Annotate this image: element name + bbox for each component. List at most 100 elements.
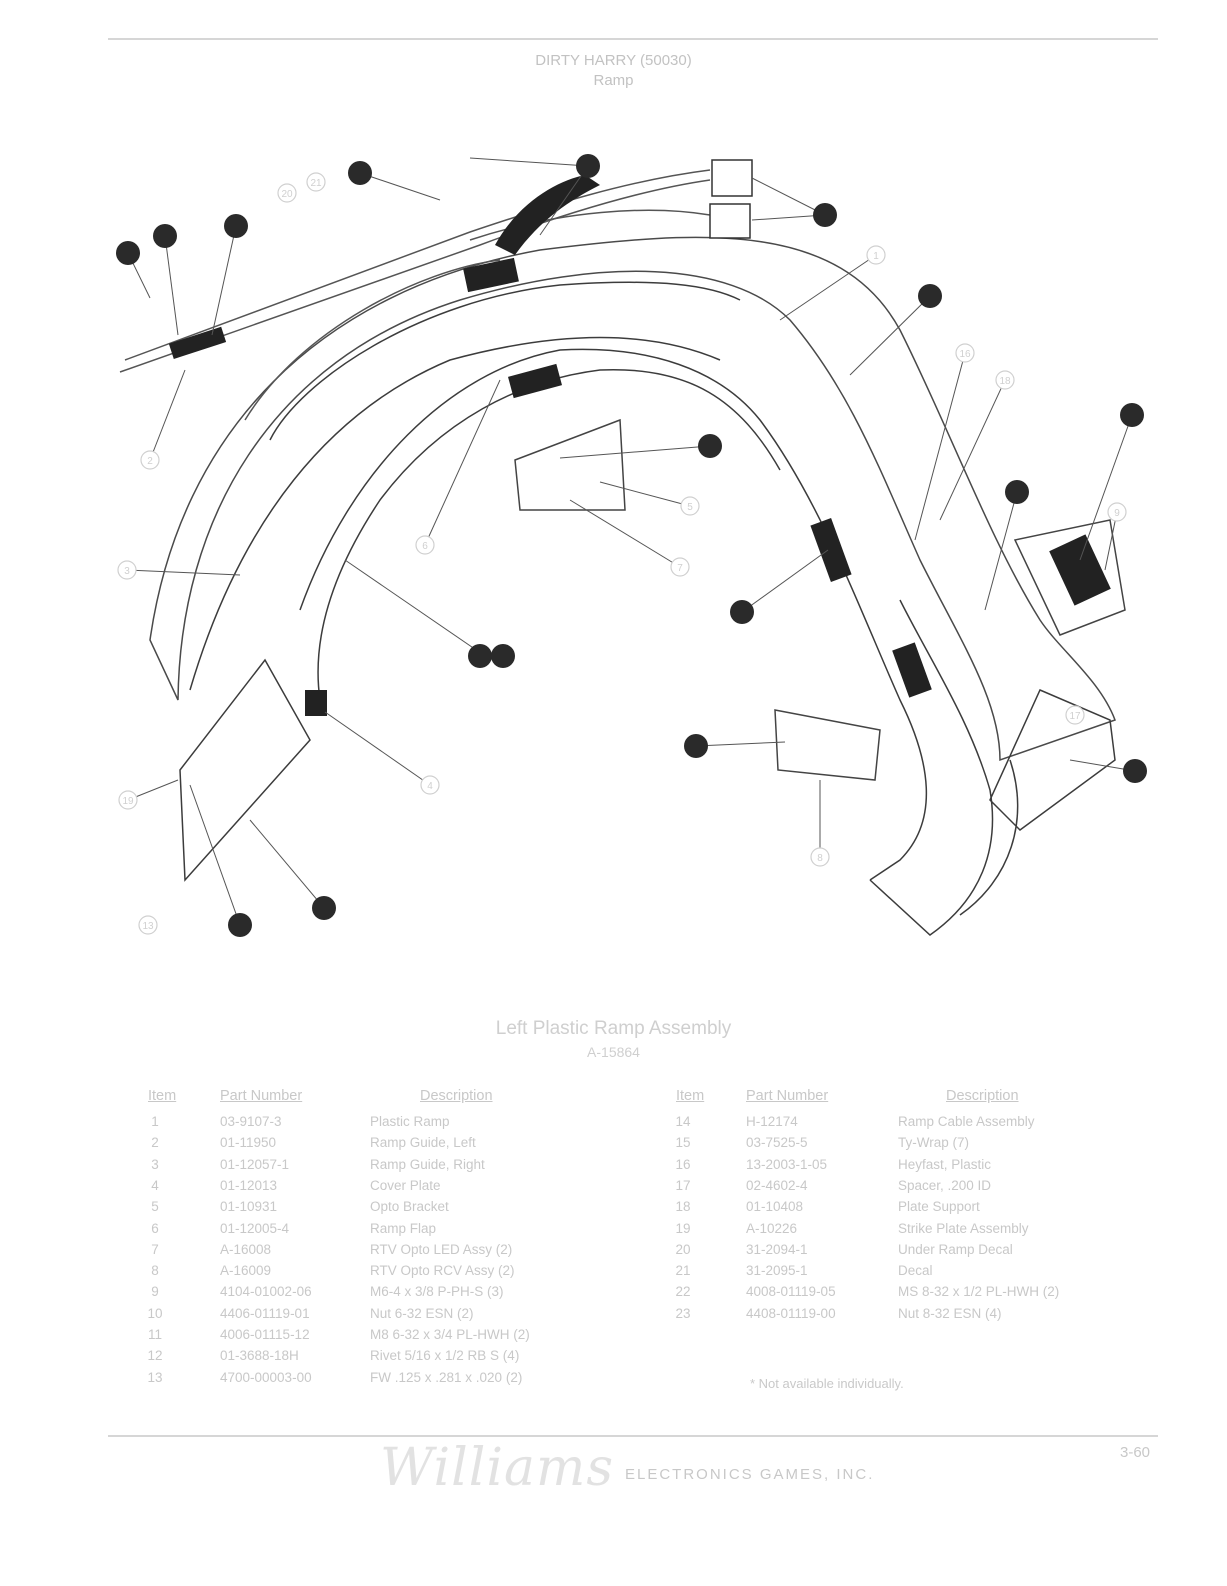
part-number: 01-12005-4 xyxy=(220,1220,290,1236)
part-number: H-12174 xyxy=(746,1114,798,1129)
leader-lines xyxy=(126,157,1136,926)
wire-harness xyxy=(119,169,711,421)
part-item-number: 14 xyxy=(675,1114,691,1129)
page-number: 3-60 xyxy=(1120,1444,1151,1461)
callout-9: 9 xyxy=(1114,508,1120,519)
part-number: 01-11950 xyxy=(220,1135,277,1151)
callout-19: 19 xyxy=(122,796,134,807)
part-description: Under Ramp Decal xyxy=(898,1241,1013,1257)
callout-5: 5 xyxy=(687,502,693,513)
dark-parts xyxy=(168,175,1111,716)
part-number: 01-10408 xyxy=(746,1199,804,1215)
part-item-number: 20 xyxy=(675,1241,691,1257)
page-frame xyxy=(108,38,1158,1437)
part-description: Plastic Ramp xyxy=(370,1114,450,1129)
callout-2: 2 xyxy=(147,456,153,467)
company-name: ELECTRONICS GAMES, INC. xyxy=(625,1466,875,1483)
ramp-channel xyxy=(189,281,1019,936)
header-description: Description xyxy=(946,1088,1019,1104)
part-description: Ramp Flap xyxy=(370,1220,437,1236)
part-description: Nut 8-32 ESN (4) xyxy=(898,1305,1002,1321)
page-title: DIRTY HARRY (50030) xyxy=(535,52,692,69)
part-item-number: 15 xyxy=(675,1135,691,1151)
header-item: Item xyxy=(148,1088,177,1104)
part-number: 01-10931 xyxy=(220,1199,278,1215)
part-number: A-16008 xyxy=(220,1241,272,1257)
page-footer: Williams ELECTRONICS GAMES, INC. 3-60 xyxy=(0,1438,1227,1498)
callout-18: 18 xyxy=(999,376,1011,387)
callout-21: 21 xyxy=(310,178,322,189)
part-number: 03-7525-5 xyxy=(746,1135,808,1151)
item-callout-circles xyxy=(117,172,1127,935)
part-item-number: 18 xyxy=(675,1199,691,1215)
part-item-number: 22 xyxy=(675,1284,691,1300)
part-number: 01-12013 xyxy=(220,1177,278,1193)
part-item-number: 21 xyxy=(675,1263,691,1279)
part-item-number: 2 xyxy=(151,1135,159,1151)
callout-13: 13 xyxy=(142,921,154,932)
part-item-number: 4 xyxy=(151,1177,159,1193)
part-number: 4408-01119-00 xyxy=(746,1305,836,1321)
part-description: Heyfast, Plastic xyxy=(898,1156,992,1172)
part-description: Rivet 5/16 x 1/2 RB S (4) xyxy=(370,1348,520,1364)
part-description: FW .125 x .281 x .020 (2) xyxy=(370,1369,523,1385)
part-number: 03-9107-3 xyxy=(220,1114,282,1129)
part-description: M6-4 x 3/8 P-PH-S (3) xyxy=(370,1284,504,1300)
part-description: Plate Support xyxy=(898,1199,980,1215)
assembly-title: Left Plastic Ramp Assembly xyxy=(495,1018,732,1039)
part-number: 01-3688-18H xyxy=(220,1348,299,1364)
part-description: Ramp Guide, Right xyxy=(370,1156,485,1172)
callout-17: 17 xyxy=(1069,711,1081,722)
part-item-number: 9 xyxy=(151,1284,159,1300)
wire-connector-boxes[interactable] xyxy=(709,159,753,239)
part-description: Cover Plate xyxy=(370,1177,441,1193)
part-description: RTV Opto LED Assy (2) xyxy=(370,1241,513,1257)
part-item-number: 10 xyxy=(147,1305,163,1321)
parts-table-right: Item Part Number Description 14 H-12174 Ra… xyxy=(675,1088,1156,1338)
assembly-number: A-15864 xyxy=(587,1044,640,1060)
opto-bracket-detail xyxy=(514,418,1126,781)
part-item-number: 23 xyxy=(675,1305,691,1321)
part-number: 4104-01002-06 xyxy=(220,1284,312,1300)
part-item-number: 16 xyxy=(675,1156,691,1172)
part-description: Decal xyxy=(898,1263,933,1279)
part-number: 4006-01115-12 xyxy=(220,1327,310,1342)
part-description: MS 8-32 x 1/2 PL-HWH (2) xyxy=(898,1284,1060,1300)
part-description: Ty-Wrap (7) xyxy=(898,1135,970,1151)
part-number: A-16009 xyxy=(220,1263,272,1279)
item-callout-dots xyxy=(116,154,1147,937)
part-item-number: 7 xyxy=(151,1241,159,1257)
part-number: 4008-01119-05 xyxy=(746,1284,836,1300)
header-part-number: Part Number xyxy=(746,1088,829,1104)
part-item-number: 8 xyxy=(151,1263,159,1279)
part-description: Ramp Cable Assembly xyxy=(898,1114,1035,1129)
part-number: 31-2094-1 xyxy=(746,1241,808,1257)
header-part-number: Part Number xyxy=(220,1088,303,1104)
part-item-number: 3 xyxy=(151,1156,159,1172)
part-description: Spacer, .200 ID xyxy=(898,1177,992,1193)
part-number: A-10226 xyxy=(746,1220,798,1236)
part-description: M8 6-32 x 3/4 PL-HWH (2) xyxy=(370,1327,530,1342)
part-item-number: 17 xyxy=(675,1177,691,1193)
callout-7: 7 xyxy=(677,563,683,574)
part-item-number: 12 xyxy=(147,1348,163,1364)
part-description: Opto Bracket xyxy=(370,1199,449,1215)
williams-logo: Williams xyxy=(380,1438,615,1498)
callout-16: 16 xyxy=(959,349,971,360)
part-description: Nut 6-32 ESN (2) xyxy=(370,1305,474,1321)
part-number: 4406-01119-01 xyxy=(220,1305,310,1321)
part-description: Ramp Guide, Left xyxy=(370,1135,476,1151)
part-item-number: 5 xyxy=(151,1199,159,1215)
callout-4: 4 xyxy=(427,781,433,792)
header-description: Description xyxy=(420,1088,493,1104)
part-description: RTV Opto RCV Assy (2) xyxy=(370,1263,515,1279)
item-callout-labels: 20 21 1 16 18 9 5 7 6 3 2 4 8 19 13 17 xyxy=(122,178,1120,932)
header-item: Item xyxy=(676,1088,705,1104)
part-number: 31-2095-1 xyxy=(746,1263,808,1279)
ramp-outer-edge xyxy=(149,236,1116,762)
callout-6: 6 xyxy=(422,541,428,552)
callout-20: 20 xyxy=(281,189,293,200)
callout-1: 1 xyxy=(873,251,879,262)
part-number: 13-2003-1-05 xyxy=(746,1156,828,1172)
